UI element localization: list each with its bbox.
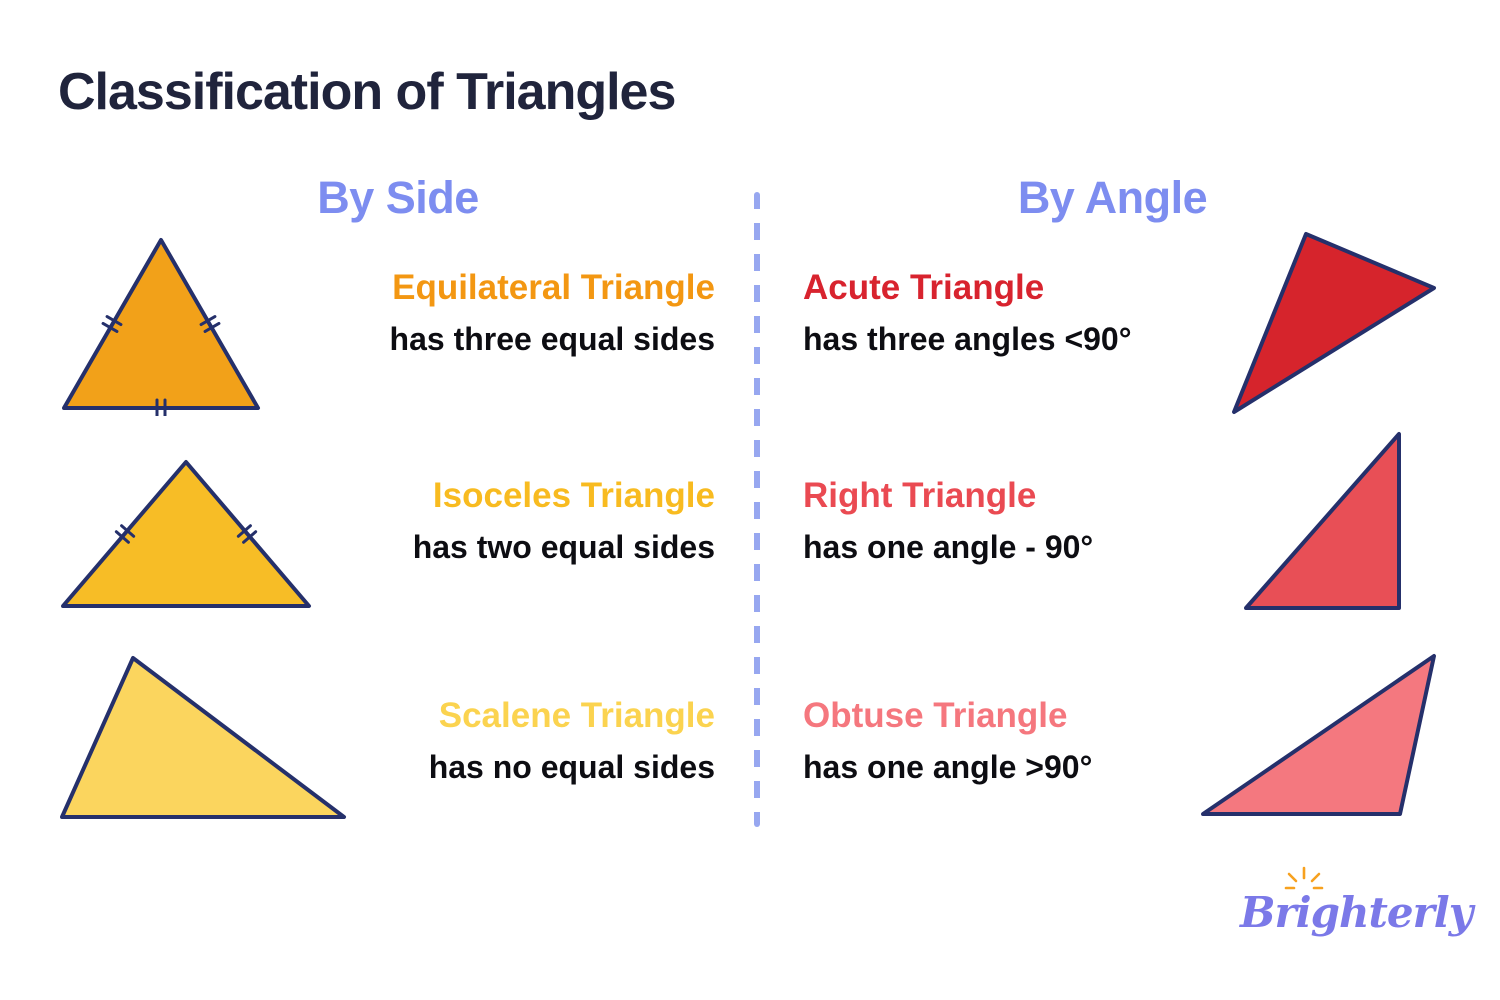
acute-label: Acute Triangle <box>803 268 1045 307</box>
isoceles-triangle-shape <box>61 460 311 608</box>
isoceles-label: Isoceles Triangle <box>432 476 715 515</box>
equilateral-triangle-shape <box>62 238 260 416</box>
acute-triangle-shape <box>1232 232 1436 414</box>
by-angle-header: By Angle <box>1017 172 1208 223</box>
isoceles-desc: has two equal sides <box>412 528 715 565</box>
right-triangle-shape <box>1244 432 1401 610</box>
acute-text-block: Acute Triangle has three angles <90° <box>803 262 1283 363</box>
equilateral-label: Equilateral Triangle <box>392 268 715 307</box>
isoceles-text-block: Isoceles Triangle has two equal sides <box>280 470 715 571</box>
scalene-text-block: Scalene Triangle has no equal sides <box>280 690 715 791</box>
obtuse-label: Obtuse Triangle <box>803 696 1068 735</box>
equilateral-desc: has three equal sides <box>389 320 715 357</box>
logo-text: Brighterly <box>1240 888 1473 937</box>
column-divider <box>754 192 760 827</box>
brighterly-logo: Brighterly <box>1240 866 1473 958</box>
acute-desc: has three angles <90° <box>803 320 1132 357</box>
right-triangle-label: Right Triangle <box>803 476 1037 515</box>
page-title: Classification of Triangles <box>58 63 676 121</box>
right-triangle-text-block: Right Triangle has one angle - 90° <box>803 470 1283 571</box>
by-side-header: By Side <box>317 172 479 223</box>
scalene-triangle-shape <box>60 656 346 819</box>
sun-icon <box>1284 866 1324 890</box>
equilateral-text-block: Equilateral Triangle has three equal sid… <box>280 262 715 363</box>
right-triangle-desc: has one angle - 90° <box>803 528 1094 565</box>
obtuse-triangle-shape <box>1201 654 1436 816</box>
scalene-label: Scalene Triangle <box>438 696 715 735</box>
obtuse-text-block: Obtuse Triangle has one angle >90° <box>803 690 1283 791</box>
obtuse-desc: has one angle >90° <box>803 748 1093 785</box>
scalene-desc: has no equal sides <box>428 748 715 785</box>
